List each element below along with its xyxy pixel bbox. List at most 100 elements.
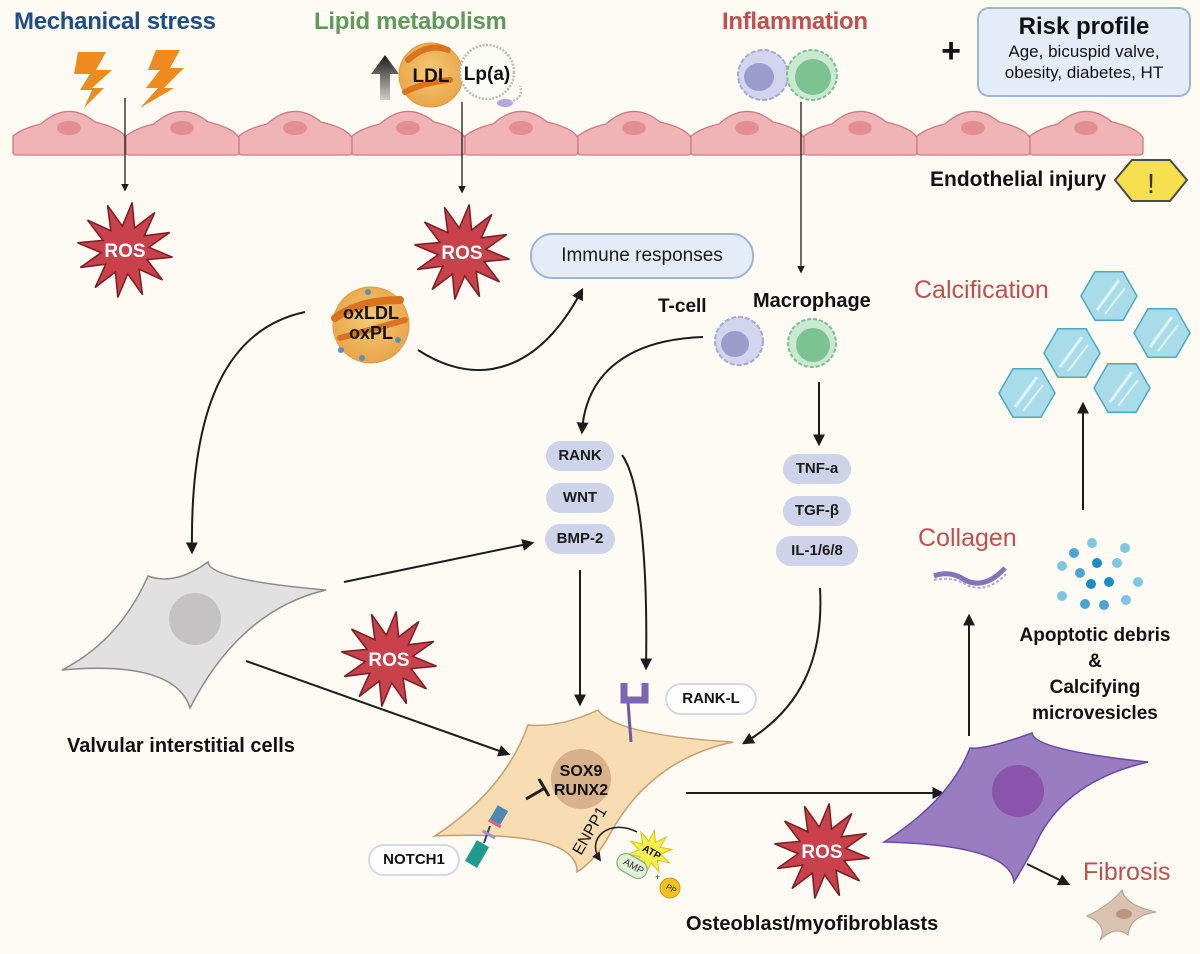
- risk-profile-box: Risk profile Age, bicuspid valve, obesit…: [977, 7, 1191, 97]
- lpa-label: Lp(a): [464, 64, 510, 85]
- ldl-particle-icon: LDL: [398, 42, 464, 108]
- notch1-badge: NOTCH1: [368, 844, 460, 876]
- crystal-hexagon: [1133, 308, 1191, 358]
- marker-tgfb: TGF-β: [783, 496, 851, 526]
- risk-profile-line2: obesity, diabetes, HT: [1004, 63, 1164, 82]
- svg-text:!: !: [1147, 168, 1155, 199]
- mechanical-stress-heading: Mechanical stress: [14, 8, 216, 35]
- amp-icon: AMP: [616, 852, 648, 880]
- oxldl-to-vic-arrow: [185, 311, 306, 555]
- marker-tnfa: TNF-a: [783, 454, 851, 484]
- marker-rank: RANK: [546, 441, 614, 471]
- sox9-label: SOX9: [560, 763, 603, 780]
- debris-line2: &: [1088, 651, 1102, 672]
- endothelial-cell: [803, 110, 918, 156]
- vic-to-osteoblast-arrow: [245, 660, 511, 757]
- calcification-label: Calcification: [914, 276, 1049, 304]
- vesicle-dot: [1104, 577, 1114, 587]
- osteoblast-label: Osteoblast/myofibroblasts: [686, 913, 939, 935]
- vesicle-dot: [1086, 579, 1096, 589]
- microvesicles-icon: [1057, 538, 1143, 610]
- endothelial-cell: [464, 110, 579, 156]
- endothelial-injury-label: Endothelial injury: [930, 168, 1107, 191]
- macrophage-icon: [787, 318, 837, 368]
- risk-profile-line1: Age, bicuspid valve,: [1008, 42, 1160, 61]
- vesicle-dot: [1057, 591, 1067, 601]
- marker-bmp2: BMP-2: [545, 524, 615, 554]
- debris-line3: Calcifying: [1049, 677, 1141, 698]
- oxldl-particle-icon: oxLDL oxPL: [331, 286, 410, 364]
- endothelial-cell: [238, 110, 353, 156]
- endothelial-cell: [1029, 110, 1144, 156]
- endothelial-cell: [690, 110, 805, 156]
- risk-profile-title: Risk profile: [1018, 13, 1150, 40]
- ros-group: ROS ROS ROS ROS: [77, 202, 870, 899]
- pp-icon: PP: [659, 877, 681, 899]
- macrophage-icon: [786, 49, 838, 101]
- vesicle-dot: [1075, 568, 1085, 578]
- crystal-hexagon: [1043, 328, 1101, 378]
- endothelial-cell: [577, 110, 692, 156]
- increase-arrow-icon: [371, 55, 399, 100]
- vesicle-dot: [1133, 577, 1143, 587]
- endothelial-cell: [125, 110, 240, 156]
- osteoblast-cell: SOX9 RUNX2 ENPP1: [432, 709, 734, 874]
- notch1-receptor-icon: [464, 805, 509, 868]
- ros-label: ROS: [104, 241, 145, 262]
- cytokines-to-osteoblast-arrow: [741, 587, 822, 745]
- oxldl-label: oxLDL: [343, 303, 399, 323]
- vesicle-dot: [1092, 558, 1102, 568]
- fibrosis-label: Fibrosis: [1083, 858, 1171, 886]
- runx2-label: RUNX2: [554, 782, 608, 799]
- inflammation-heading: Inflammation: [722, 8, 868, 35]
- ros-burst-icon: ROS: [77, 202, 173, 298]
- calcification-crystals-icon: [998, 271, 1191, 418]
- oxldl-to-immune-arrow: [417, 287, 584, 371]
- endothelial-cell: [916, 110, 1031, 156]
- lightning-icon: [140, 50, 184, 108]
- ros-burst-icon: ROS: [774, 803, 870, 899]
- marker-wnt: WNT: [546, 483, 614, 513]
- plus-small: +: [655, 872, 660, 882]
- vesicle-dot: [1121, 595, 1131, 605]
- t-cell-label: T-cell: [658, 296, 707, 317]
- crystal-hexagon: [998, 368, 1056, 418]
- myofibroblast-cell: [881, 731, 1149, 885]
- valvular-interstitial-cell: [61, 560, 327, 710]
- vic-label: Valvular interstitial cells: [67, 735, 295, 757]
- ldl-label: LDL: [413, 66, 450, 87]
- rankl-receptor-icon: [620, 683, 649, 743]
- t-cell-icon: [737, 49, 789, 101]
- collagen-fiber-icon: [933, 566, 1007, 589]
- t-cell-icon: [714, 316, 764, 366]
- vesicle-dot: [1112, 558, 1122, 568]
- endothelial-layer: [12, 110, 1144, 156]
- ros-burst-icon: ROS: [414, 204, 510, 300]
- endothelial-cell: [351, 110, 466, 156]
- debris-line1: Apoptotic debris: [1019, 625, 1171, 646]
- inhibition-icon: [525, 778, 551, 801]
- vesicle-dot: [1087, 538, 1097, 548]
- lipid-metabolism-heading: Lipid metabolism: [314, 8, 507, 35]
- rank-to-rankl-arrow: [621, 454, 653, 671]
- crystal-hexagon: [1093, 363, 1151, 413]
- macrophage-label: Macrophage: [753, 290, 871, 312]
- marker-il: IL-1/6/8: [776, 536, 858, 566]
- oxpl-label: oxPL: [349, 323, 393, 343]
- ros-label: ROS: [441, 243, 482, 264]
- ros-label: ROS: [801, 842, 842, 863]
- collagen-label: Collagen: [918, 524, 1017, 552]
- ros-burst-icon: ROS: [341, 611, 437, 707]
- vic-to-bmp-arrow: [343, 539, 535, 583]
- vesicle-dot: [1080, 599, 1090, 609]
- lpa-particle-icon: Lp(a): [458, 43, 523, 107]
- immune-responses-box: Immune responses: [530, 233, 754, 279]
- debris-line4: microvesicles: [1032, 703, 1158, 724]
- atp-to-amp-arrow: [592, 826, 638, 862]
- endothelial-cell: [12, 110, 127, 156]
- vesicle-dot: [1057, 561, 1067, 571]
- ros-label: ROS: [368, 650, 409, 671]
- tcell-to-rank-arrow: [576, 336, 704, 435]
- crystal-hexagon: [1080, 271, 1138, 321]
